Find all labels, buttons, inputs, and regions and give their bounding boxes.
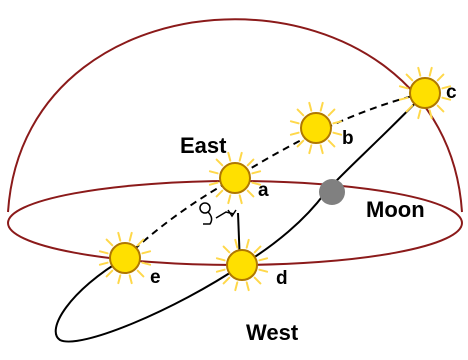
moon-icon	[319, 179, 345, 205]
sun-icon-c	[398, 66, 452, 120]
sun-ray	[253, 276, 262, 285]
sun-ray	[428, 109, 433, 120]
sun-ray	[136, 238, 145, 247]
sun-ray	[319, 144, 324, 155]
sun-ray	[128, 274, 133, 285]
sun-label-c: c	[446, 82, 457, 103]
sun-ray	[222, 276, 231, 285]
sun-disk	[409, 77, 441, 109]
sun-ray	[208, 181, 219, 186]
sun-ray	[215, 268, 226, 273]
observer-figure-icon	[199, 202, 237, 225]
sun-label-e: e	[150, 267, 161, 288]
moon-label: Moon	[366, 197, 425, 222]
sun-ray	[245, 238, 250, 249]
sun-ray	[105, 238, 114, 247]
sun-ray	[332, 120, 343, 125]
sun-ray	[251, 181, 262, 186]
sun-ray	[308, 101, 313, 112]
sun-ray	[246, 158, 255, 167]
sun-disk	[226, 249, 258, 281]
sun-ray	[308, 144, 313, 155]
sun-ray	[296, 139, 305, 148]
sun-disk	[219, 162, 251, 194]
sun-ray	[128, 231, 133, 242]
sun-path-dashed	[124, 92, 426, 259]
sun-icon-a	[208, 151, 262, 205]
sun-ray	[141, 261, 152, 266]
sun-ray	[251, 170, 262, 175]
sun-label-b: b	[342, 128, 354, 149]
sun-ray	[215, 189, 224, 198]
sun-ray	[238, 194, 243, 205]
sun-ray	[136, 269, 145, 278]
sun-ray	[98, 250, 109, 255]
sun-ray	[117, 274, 122, 285]
sun-ray	[246, 189, 255, 198]
sun-ray	[327, 108, 336, 117]
sun-ray	[227, 151, 232, 162]
sun-ray	[234, 281, 239, 292]
sun-ray	[222, 245, 231, 254]
sun-ray	[215, 257, 226, 262]
sun-ray	[436, 73, 445, 82]
sun-icon-b	[289, 101, 343, 155]
sun-ray	[417, 109, 422, 120]
sun-ray	[98, 261, 109, 266]
sun-ray	[215, 158, 224, 167]
sun-icon-e	[98, 231, 152, 285]
sun-ray	[436, 104, 445, 113]
sun-ray	[117, 231, 122, 242]
sun-ray	[405, 104, 414, 113]
sun-ray	[428, 66, 433, 77]
sun-ray	[332, 131, 343, 136]
east-label: East	[180, 133, 227, 158]
sun-label-a: a	[258, 180, 269, 201]
sun-label-d: d	[276, 268, 288, 289]
sun-ray	[289, 120, 300, 125]
sun-ray	[208, 170, 219, 175]
sun-ray	[441, 85, 452, 90]
sun-disk	[300, 112, 332, 144]
sun-ray	[141, 250, 152, 255]
sun-ray	[441, 96, 452, 101]
sun-ray	[238, 151, 243, 162]
sun-ray	[227, 194, 232, 205]
sun-ray	[258, 268, 269, 273]
sun-ray	[289, 131, 300, 136]
west-label: West	[246, 320, 299, 345]
sun-path-solid	[54, 92, 426, 343]
sun-ray	[398, 96, 409, 101]
sun-ray	[319, 101, 324, 112]
sun-ray	[405, 73, 414, 82]
sun-ray	[253, 245, 262, 254]
sun-ray	[327, 139, 336, 148]
sun-disk	[109, 242, 141, 274]
sun-ray	[258, 257, 269, 262]
sun-ray	[105, 269, 114, 278]
sun-ray	[417, 66, 422, 77]
sun-ray	[398, 85, 409, 90]
sun-ray	[296, 108, 305, 117]
sun-icon-d	[215, 238, 269, 292]
sun-ray	[245, 281, 250, 292]
sun-ray	[234, 238, 239, 249]
